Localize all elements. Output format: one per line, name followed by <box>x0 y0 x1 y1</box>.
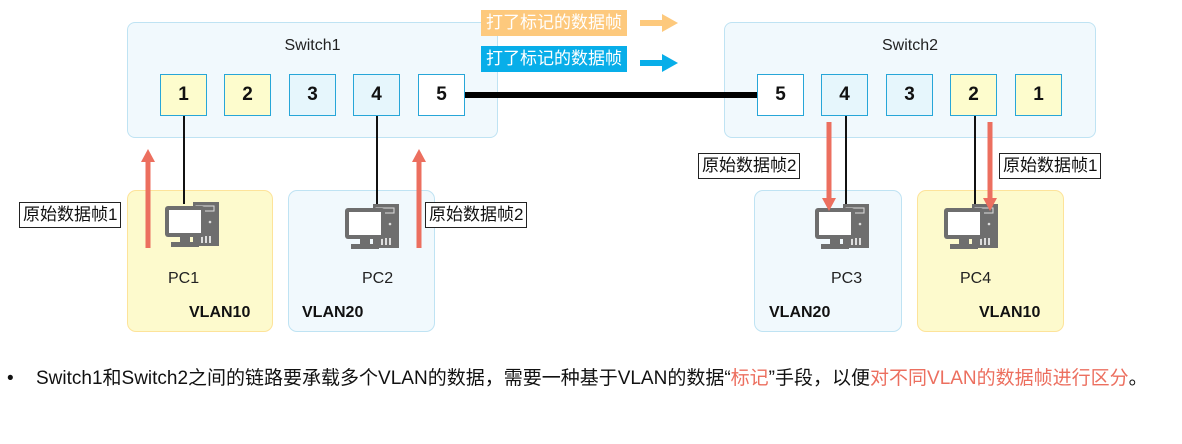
pc3-frame-label: 原始数据帧2 <box>698 153 801 179</box>
pc3-frame-down-arrow-icon <box>822 122 836 211</box>
pc2-frame-up-arrow-icon <box>412 149 426 248</box>
bullet-text-end: 。 <box>1128 368 1148 389</box>
switch1-port-4[interactable]: 4 <box>353 74 400 116</box>
pc4-link <box>974 116 976 208</box>
pc1-frame-up-arrow-icon <box>141 149 155 248</box>
trunk-link <box>465 92 757 98</box>
pc2-link <box>376 116 378 208</box>
orange-arrow-icon <box>640 14 678 32</box>
pc3-computer-icon <box>815 204 869 249</box>
pc3-label: PC3 <box>831 270 863 287</box>
pc3-link <box>845 116 847 208</box>
switch1-port-3[interactable]: 3 <box>289 74 336 116</box>
orange-tagged-frame-label: 打了标记的数据帧 <box>481 10 627 36</box>
bullet-text-part1: Switch1和Switch2之间的链路要承载多个VLAN的数据，需要一种基于V… <box>36 368 725 389</box>
switch2-port-1[interactable]: 1 <box>1015 74 1062 116</box>
pc4-computer-icon <box>944 204 998 249</box>
bullet-marker: • <box>7 368 14 389</box>
pc4-label: PC4 <box>960 270 992 287</box>
pc1-computer-icon <box>165 202 219 247</box>
pc4-vlan-label: VLAN10 <box>979 304 1041 321</box>
pc2-vlan-label: VLAN20 <box>302 304 364 321</box>
switch1-port-1[interactable]: 1 <box>160 74 207 116</box>
bullet-paragraph: Switch1和Switch2之间的链路要承载多个VLAN的数据，需要一种基于V… <box>36 362 1176 396</box>
bullet-quote-open: “ <box>724 368 731 389</box>
bullet-highlight-distinguish: 对不同VLAN的数据帧进行区分 <box>870 368 1129 389</box>
switch1-title: Switch1 <box>284 37 341 54</box>
switch1-port-5[interactable]: 5 <box>418 74 465 116</box>
switch1-port-2[interactable]: 2 <box>224 74 271 116</box>
bullet-text-part2: 手段，以便 <box>775 368 871 389</box>
pc2-label: PC2 <box>362 270 394 287</box>
pc1-vlan-label: VLAN10 <box>189 304 251 321</box>
bullet-quote-close: ” <box>768 368 775 389</box>
bullet-highlight-tag: 标记 <box>730 368 769 389</box>
pc3-vlan-label: VLAN20 <box>769 304 831 321</box>
pc1-frame-label: 原始数据帧1 <box>19 202 122 228</box>
switch2-port-5[interactable]: 5 <box>757 74 804 116</box>
pc2-computer-icon <box>345 204 399 249</box>
pc1-link <box>183 116 185 204</box>
blue-arrow-icon <box>640 54 678 72</box>
pc1-label: PC1 <box>168 270 200 287</box>
blue-tagged-frame-label: 打了标记的数据帧 <box>481 46 627 72</box>
switch2-title: Switch2 <box>881 37 939 54</box>
switch2-port-4[interactable]: 4 <box>821 74 868 116</box>
pc4-frame-label: 原始数据帧1 <box>999 153 1102 179</box>
pc2-frame-label: 原始数据帧2 <box>425 202 528 228</box>
pc4-frame-down-arrow-icon <box>983 122 997 211</box>
switch2-port-3[interactable]: 3 <box>886 74 933 116</box>
switch2-port-2[interactable]: 2 <box>950 74 997 116</box>
